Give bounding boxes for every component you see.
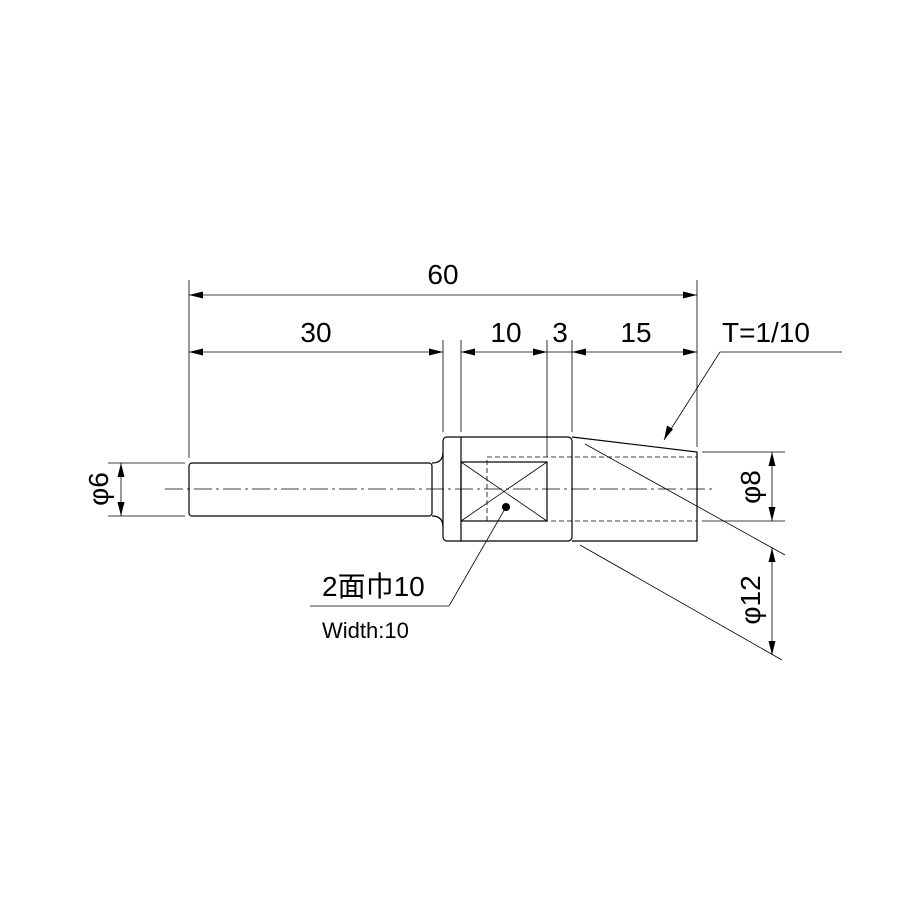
shank <box>188 462 433 517</box>
dim-tip-diameter: φ8 <box>735 470 766 504</box>
dim-taper-ratio: T=1/10 <box>722 317 810 348</box>
dim-body-diameter: φ12 <box>735 575 766 624</box>
dim-shank-diameter: φ6 <box>83 472 114 506</box>
dimension-lines <box>117 291 842 655</box>
dim-shank-length: 30 <box>300 317 331 348</box>
extension-lines <box>108 280 786 661</box>
flat-face-cross-2 <box>460 461 548 522</box>
dim-taper-length: 15 <box>620 317 651 348</box>
dim-flat-length: 10 <box>490 317 521 348</box>
hidden-bore <box>486 456 697 522</box>
callout-flats-jp: 2面巾10 <box>322 571 425 602</box>
callout-flats-en: Width:10 <box>322 618 409 643</box>
taper <box>571 436 698 542</box>
dim-gap-length: 3 <box>552 317 568 348</box>
part-outline <box>165 436 715 542</box>
neck-fillet <box>431 451 444 528</box>
dim-overall-length: 60 <box>427 259 458 290</box>
dimension-labels: 60 30 10 3 15 T=1/10 φ6 φ8 φ12 2面巾10 Wid… <box>83 259 810 643</box>
